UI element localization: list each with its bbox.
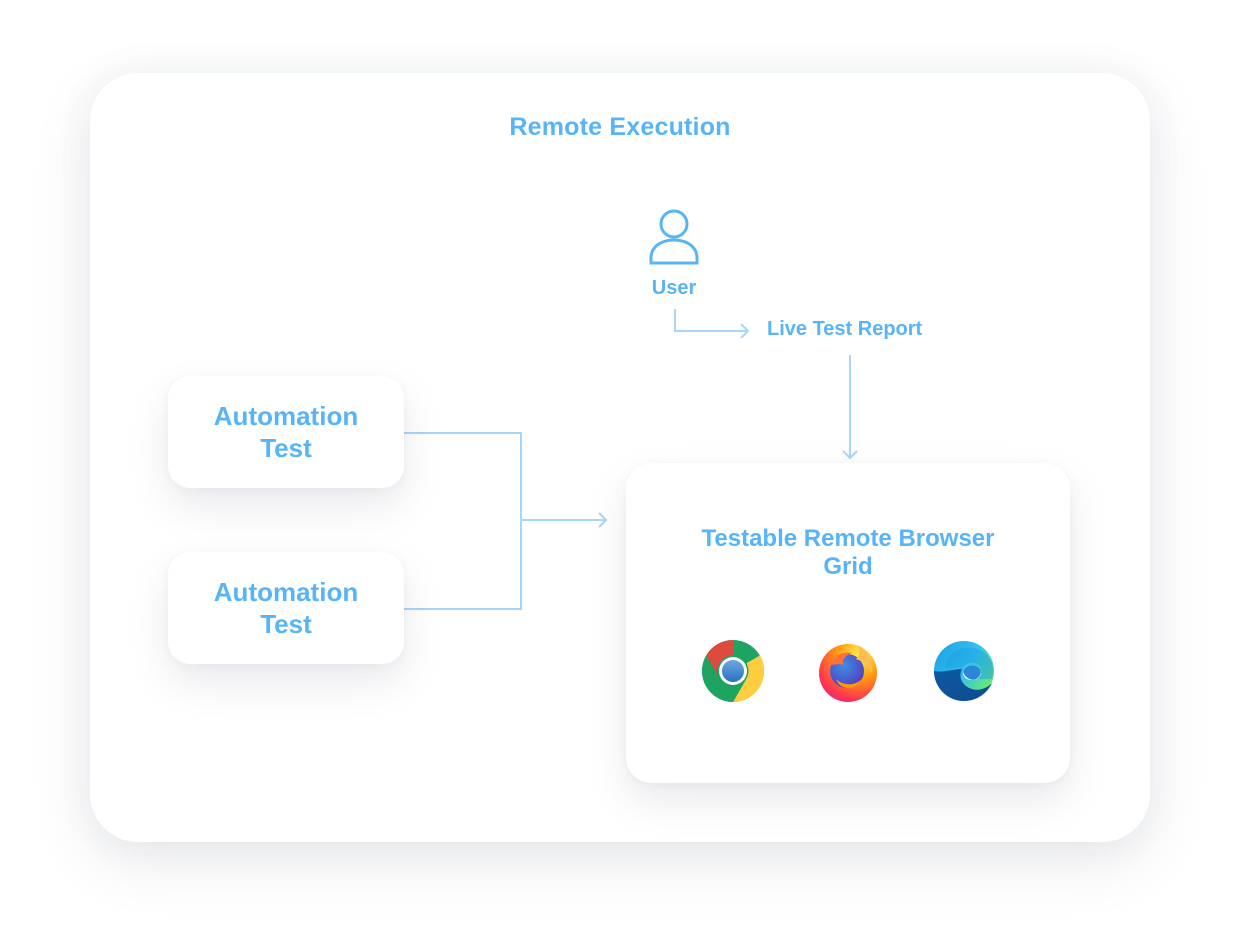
browser-grid-title-text: Testable Remote Browser Grid	[701, 525, 995, 580]
user-icon	[649, 209, 699, 265]
edge-icon	[934, 641, 994, 701]
browser-grid-title: Testable Remote Browser Grid	[626, 525, 1070, 581]
user-label: User	[651, 277, 697, 299]
diagram-title: Remote Execution	[509, 113, 731, 141]
browser-grid-card: Testable Remote Browser Grid	[626, 463, 1070, 783]
automation-test-card-2: Automation Test	[168, 552, 404, 664]
chrome-icon	[701, 640, 765, 702]
automation-test-card-1: Automation Test	[168, 376, 404, 488]
automation-test-label: Automation Test	[213, 577, 359, 639]
firefox-icon	[819, 644, 877, 702]
live-test-report-label: Live Test Report	[767, 318, 923, 340]
automation-test-label: Automation Test	[213, 401, 359, 463]
